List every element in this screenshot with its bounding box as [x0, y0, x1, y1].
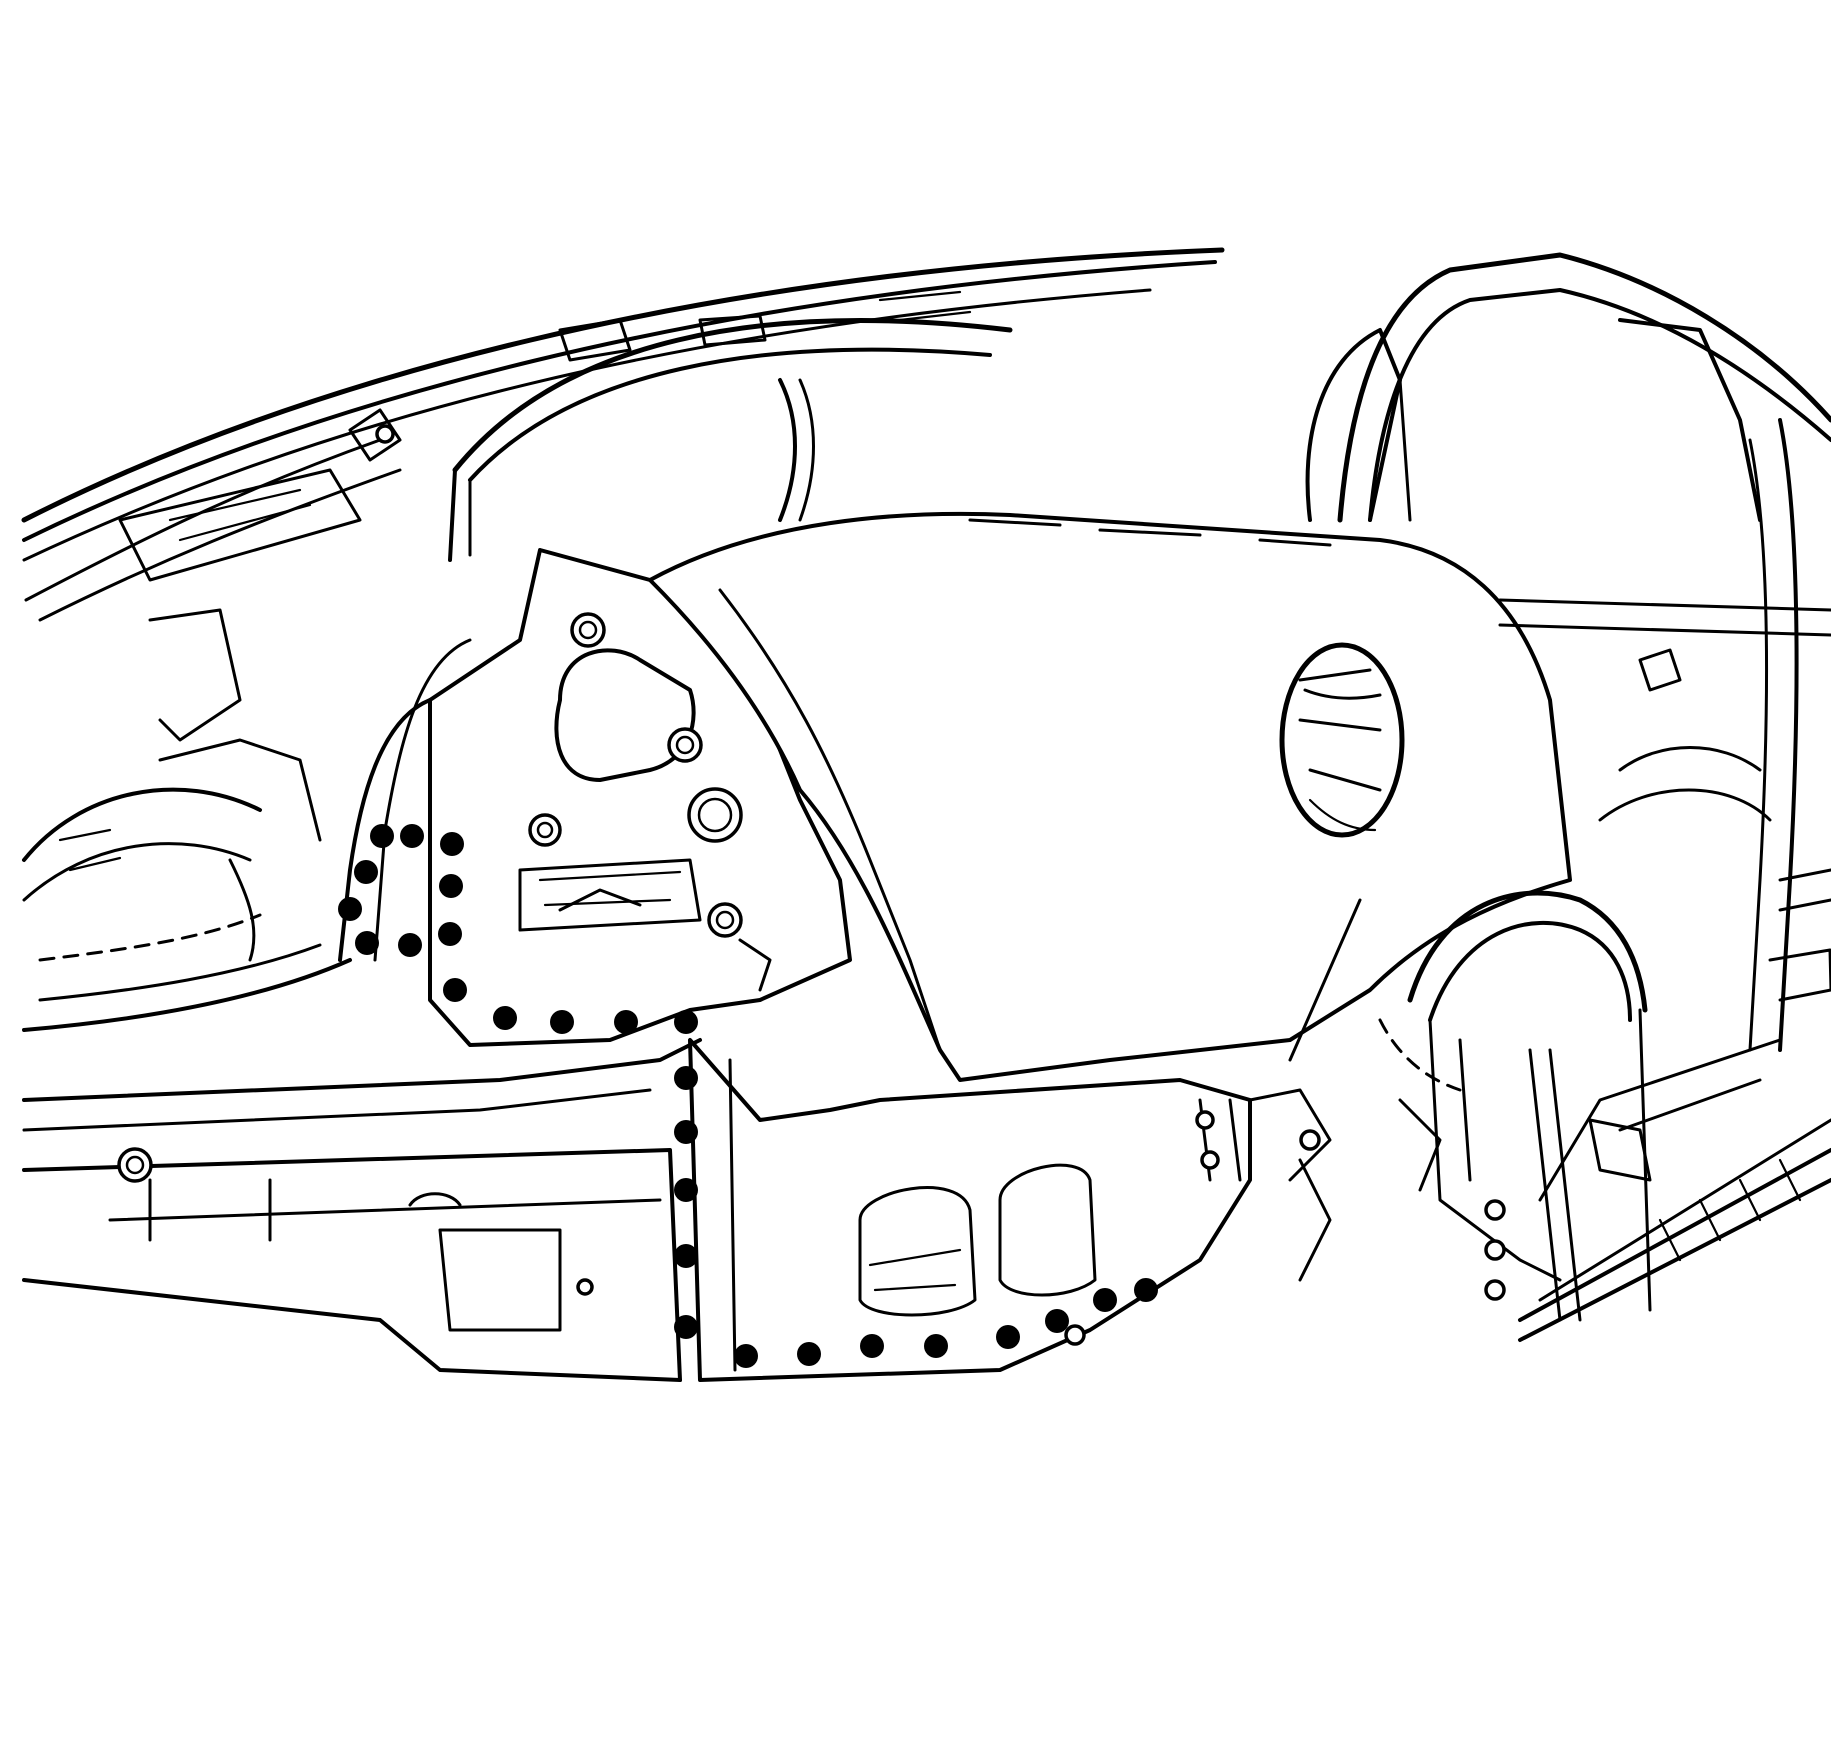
weld-marker	[1134, 1278, 1158, 1302]
weld-marker	[338, 897, 362, 921]
weld-marker	[550, 1010, 574, 1034]
weld-marker	[996, 1325, 1020, 1349]
weld-marker	[354, 860, 378, 884]
rear-window-frame	[118, 290, 1013, 582]
weld-marker	[439, 874, 463, 898]
rear-wheel-arch	[1378, 890, 1782, 1322]
weld-marker	[674, 1066, 698, 1090]
roof-rail-group	[21, 247, 1225, 622]
weld-marker	[443, 978, 467, 1002]
weld-marker	[924, 1334, 948, 1358]
weld-marker	[370, 824, 394, 848]
weld-marker	[674, 1120, 698, 1144]
weld-marker	[674, 1010, 698, 1034]
weld-marker	[674, 1244, 698, 1268]
weld-marker	[674, 1178, 698, 1202]
door-opening-frame	[1305, 252, 1831, 1052]
weld-marker	[438, 922, 462, 946]
weld-marker	[674, 1315, 698, 1339]
weld-marker	[400, 824, 424, 848]
weld-marker	[440, 832, 464, 856]
weld-marker	[355, 931, 379, 955]
weld-marker	[614, 1010, 638, 1034]
wheelhouse-inner-panel	[338, 548, 852, 1047]
weld-marker-group	[338, 824, 1158, 1368]
rocker-panel	[1518, 1118, 1831, 1342]
rear-end-panel	[22, 1038, 702, 1382]
weld-marker	[493, 1006, 517, 1030]
quarter-outer-panel	[648, 511, 1572, 1082]
weld-marker	[734, 1344, 758, 1368]
weld-marker	[860, 1334, 884, 1358]
weld-marker	[398, 933, 422, 957]
weld-marker	[1093, 1288, 1117, 1312]
weld-marker	[1045, 1309, 1069, 1333]
weld-marker	[797, 1342, 821, 1366]
trunk-floor-group	[22, 608, 352, 1032]
